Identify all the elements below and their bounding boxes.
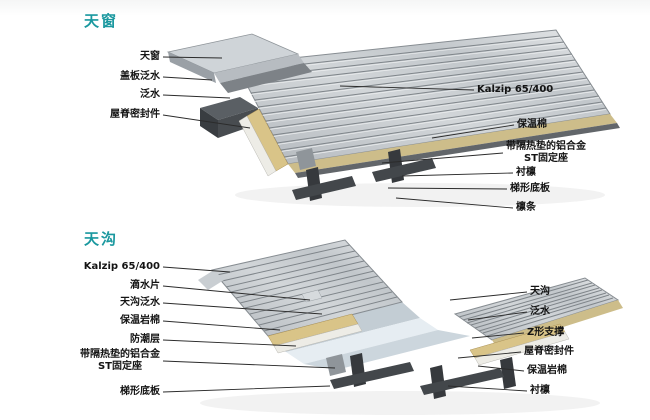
label-ridge-seal: 屋脊密封件: [110, 109, 160, 120]
section-title-gutter: 天沟: [84, 230, 119, 248]
label-st-clip-line1: 带隔热垫的铝合金: [80, 349, 160, 360]
label-gutter: 天沟: [530, 286, 550, 297]
label-flashing: 泛水: [140, 89, 160, 100]
label-purlin: 檩条: [516, 202, 536, 213]
diagram-shadow: [200, 391, 600, 415]
label-skylight: 天窗: [140, 51, 160, 62]
label-ridge-seal: 屋脊密封件: [524, 346, 574, 357]
section-skylight: 天窗: [84, 12, 620, 213]
gutter-diagram: [162, 239, 623, 415]
cut-section-layers-right: [469, 323, 570, 366]
label-liner-purlin: 衬檩: [530, 385, 550, 396]
label-gutter-flashing: 天沟泛水: [120, 297, 160, 308]
label-st-clip-line2: ST固定座: [523, 153, 569, 164]
label-vapour-barrier: 防潮层: [130, 334, 160, 345]
label-liner-purlin: 衬檩: [516, 167, 536, 178]
label-st-clip-line2: ST固定座: [97, 361, 143, 372]
leader-lines: [162, 56, 515, 209]
label-drip-flashing: 滴水片: [130, 280, 160, 291]
label-flashing: 泛水: [530, 306, 550, 317]
label-rockwool: 保温岩棉: [527, 365, 567, 376]
label-trapezoidal-deck: 梯形底板: [510, 183, 550, 194]
label-z-support: Z形支撑: [527, 327, 565, 338]
eave-flashing: [198, 270, 323, 303]
label-rockwool: 保温岩棉: [120, 315, 160, 326]
leader-lines: [162, 266, 528, 393]
label-cover-flashing: 盖板泛水: [120, 71, 160, 82]
skylight-glass: [166, 33, 312, 93]
skylight-diagram: [162, 29, 620, 209]
label-st-clip-line1: 带隔热垫的铝合金: [506, 141, 586, 152]
label-st-clip: 带隔热垫的铝合金 ST固定座: [506, 141, 586, 165]
label-st-clip: 带隔热垫的铝合金 ST固定座: [80, 349, 160, 373]
cut-section-layers: [238, 108, 289, 177]
support-structure: [326, 353, 516, 399]
support-structure: [292, 148, 436, 201]
label-kalzip-panel: Kalzip 65/400: [477, 84, 554, 95]
section-gutter: 天沟: [0, 218, 650, 420]
label-trapezoidal-deck: 梯形底板: [120, 386, 160, 397]
label-insulation: 保温棉: [517, 119, 547, 130]
label-kalzip-panel: Kalzip 65/400: [83, 261, 160, 272]
panel-underside-insulation: [288, 114, 620, 178]
section-title-skylight: 天窗: [84, 12, 119, 30]
